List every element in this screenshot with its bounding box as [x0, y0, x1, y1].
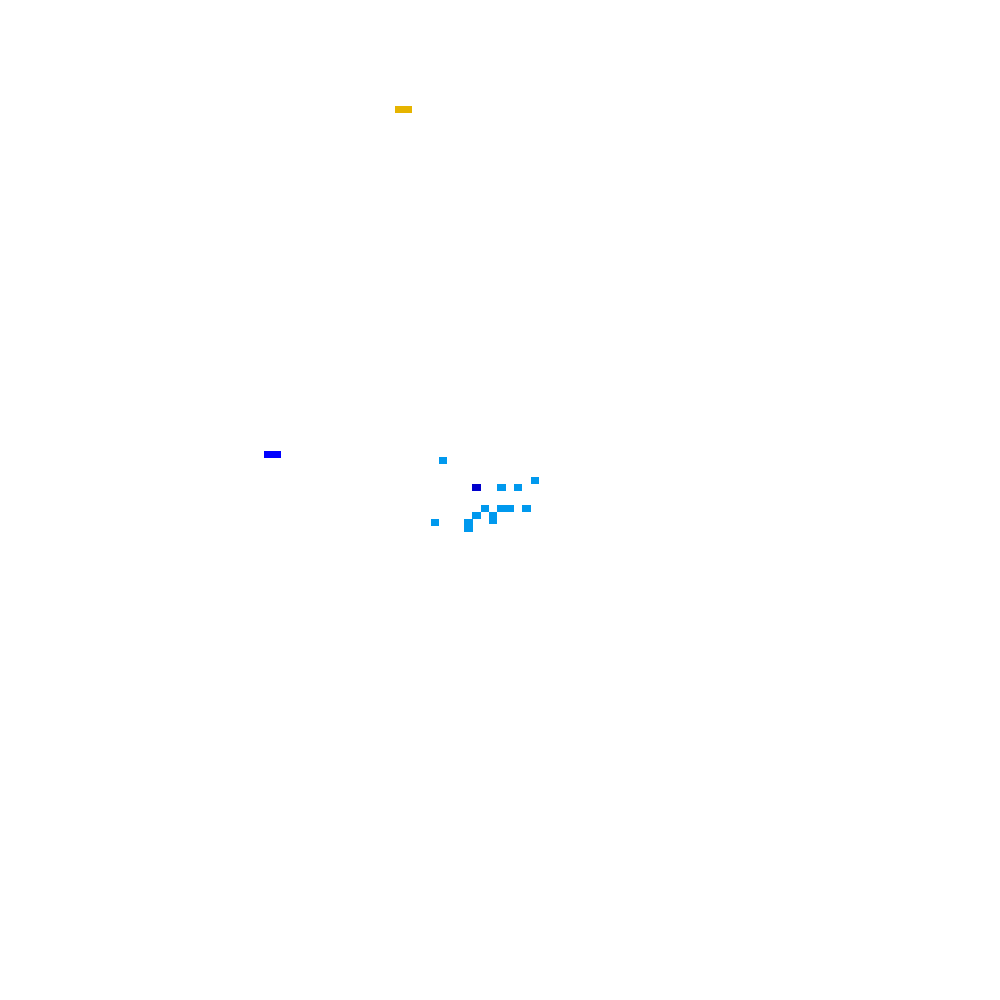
light-blue-square-mark: [481, 505, 489, 512]
yellow-dash-mark: [395, 106, 412, 113]
blue-dash-mark: [264, 451, 281, 458]
light-blue-square-mark: [522, 505, 531, 512]
light-blue-square-mark: [439, 457, 447, 464]
light-blue-square-mark: [489, 512, 497, 519]
light-blue-square-mark: [497, 505, 506, 512]
light-blue-square-mark: [514, 484, 522, 491]
light-blue-square-mark: [531, 477, 539, 484]
light-blue-square-mark: [472, 512, 481, 519]
light-blue-square-mark: [464, 519, 473, 526]
light-blue-square-mark: [497, 484, 506, 491]
light-blue-square-mark: [489, 517, 497, 524]
light-blue-square-mark: [464, 525, 473, 532]
dark-blue-square-mark: [472, 484, 481, 491]
light-blue-square-mark: [431, 519, 439, 526]
light-blue-square-mark: [505, 505, 514, 512]
